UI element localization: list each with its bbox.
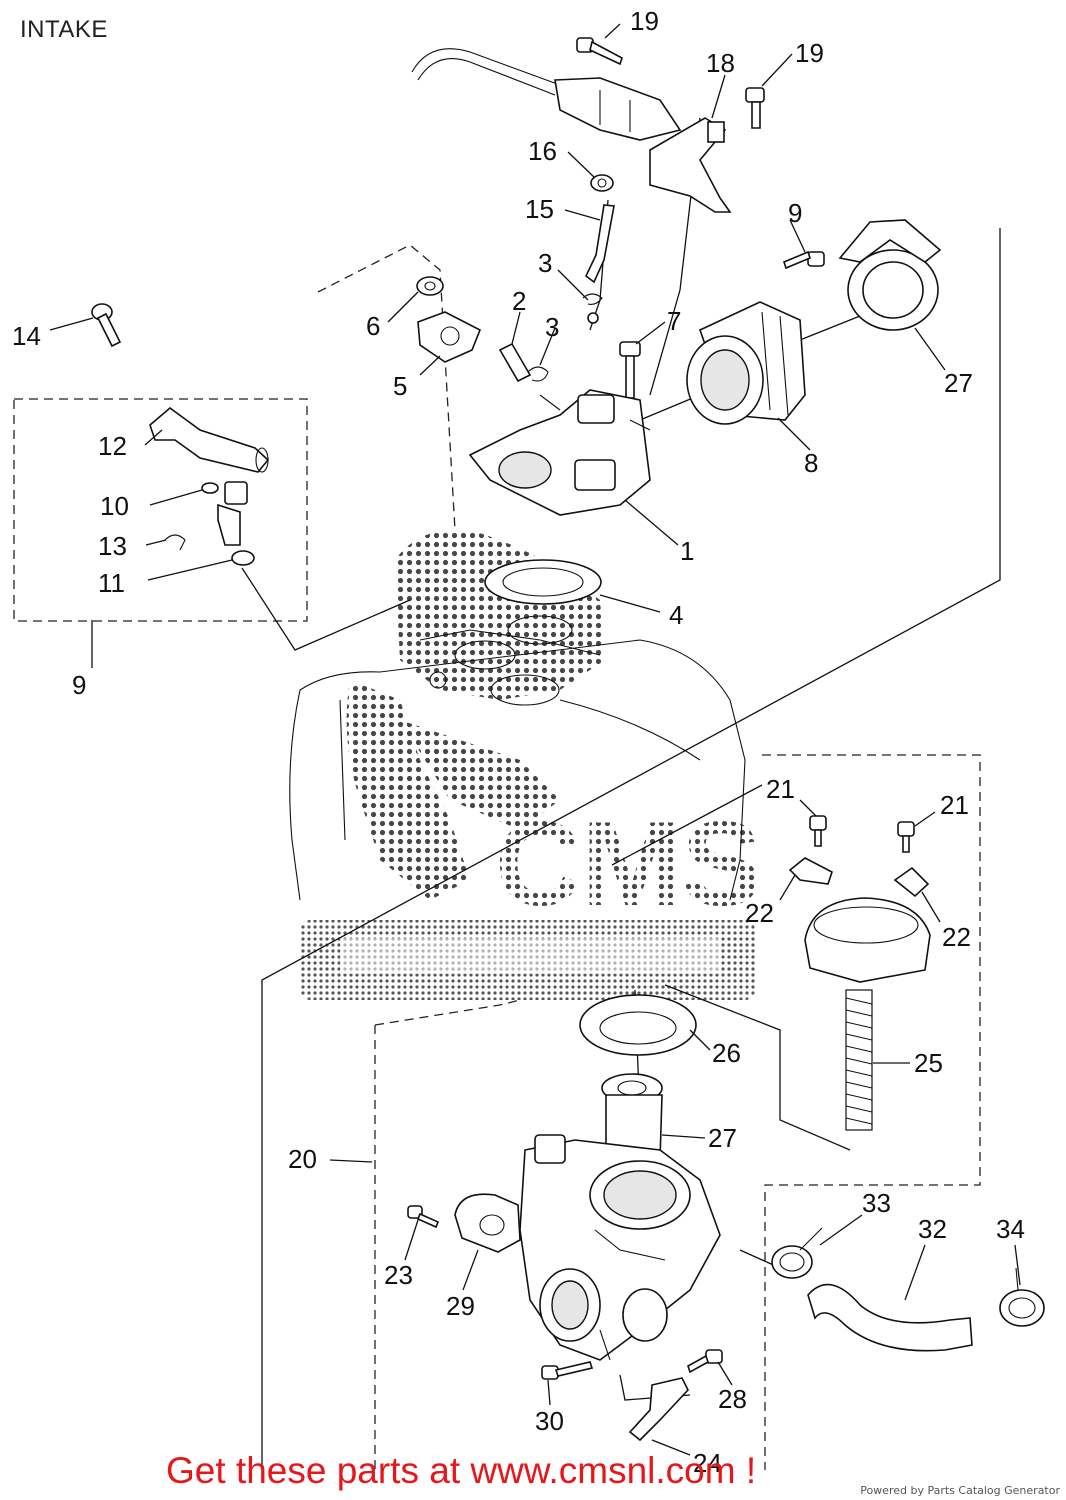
part-19-bolt-left [576,37,623,66]
callout-29: 29 [446,1291,475,1321]
callout-5: 5 [393,371,407,401]
callout-3: 3 [545,312,559,342]
callout-19: 19 [795,38,824,68]
part-14-clip [164,534,186,551]
page-title: INTAKE [20,16,108,43]
callout-1: 1 [680,536,694,566]
callout-30: 30 [535,1406,564,1436]
part-21-screw-right [897,821,915,853]
part-16-hose [584,204,615,284]
part-8-intake-joint [686,301,806,425]
callout-18: 18 [706,48,735,78]
part-27-piston [601,1073,663,1161]
callout-7: 7 [667,306,681,336]
callout-32: 32 [918,1214,947,1244]
part-9-screw [783,250,825,270]
callout-28: 28 [718,1384,747,1414]
callout-26: 26 [712,1038,741,1068]
callout-leaders [49,23,1021,1456]
callout-12: 11 [98,568,125,598]
part-sensor [217,481,248,546]
callout-21: 21 [940,790,969,820]
part-4-gasket [484,559,602,605]
callout-31: 27 [944,368,973,398]
part-5-plate [417,311,482,363]
part-34-hose-clip [999,1267,1045,1327]
part-3-clip-upper [582,293,603,324]
engine-head-outline [289,615,746,901]
part-hose-joint-upper [411,48,682,141]
callout-15: 14 [12,321,41,351]
part-24-bracket [628,1377,689,1442]
part-1-intake-manifold [468,389,651,516]
callout-14: 13 [98,531,127,561]
callout-25: 25 [914,1048,943,1078]
part-22-clip-left [788,857,833,885]
group-20-outline [374,999,521,1470]
part-33-hose-clip [771,1227,823,1279]
part-26-diaphragm [579,994,697,1056]
part-30-screw [541,1361,594,1380]
credit-text: Powered by Parts Catalog Generator [860,1484,1060,1497]
part-17-clip [590,174,614,192]
part-diaphragm-cover [804,897,931,983]
part-32-hose [807,1283,973,1352]
promo-link[interactable]: Get these parts at www.cmsnl.com ! [166,1450,757,1491]
group-25-outline [762,754,981,1470]
part-22-clip-right [893,866,930,898]
part-throttle-body [519,1134,721,1361]
callout-2: 2 [512,286,526,316]
part-13-pipe [149,406,270,473]
part-29-throttle-sensor [454,1193,521,1253]
part-23-screw [407,1205,440,1229]
callout-10: 9 [72,670,86,700]
callout-34: 34 [996,1214,1025,1244]
part-7-bolt [619,341,641,399]
part-12-o-ring [231,550,255,566]
part-6-washer [416,276,444,296]
callout-20: 20 [288,1144,317,1174]
callout-23: 23 [384,1260,413,1290]
part-2-cap [498,342,532,383]
callout-27: 27 [708,1123,737,1153]
part-25-spring [845,989,873,1131]
part-15-bolt [91,303,122,348]
part-3-clip-lower [527,366,549,382]
part-31-hose-clamp [838,219,942,331]
group-10-outline [13,398,308,622]
part-11-o-ring [201,482,219,494]
callout-16: 15 [525,194,554,224]
callout-13: 12 [98,431,127,461]
part-18-bracket [649,117,732,213]
cms-watermark-logo: CMS [300,529,762,1000]
callout-6: 6 [366,311,380,341]
callout-11: 10 [100,491,129,521]
callout-17: 16 [528,136,557,166]
callout-21: 21 [766,774,795,804]
callout-22: 22 [942,922,971,952]
group-intake-outline [317,244,456,531]
part-28-screw [687,1349,723,1374]
part-21-screw-left [809,815,827,847]
callout-labels: 19 19 18 16 15 3 2 3 6 7 9 27 8 5 1 4 14… [12,6,1025,1478]
callout-3: 3 [538,248,552,278]
part-19-bolt-right [745,87,765,129]
callout-4: 4 [669,600,683,630]
watermark-cms: CMS [495,797,762,931]
callout-24: 24 [693,1448,722,1478]
callout-19: 19 [630,6,659,36]
callout-22: 22 [745,898,774,928]
callout-9: 9 [788,198,802,228]
callout-8: 8 [804,448,818,478]
callout-33: 33 [862,1188,891,1218]
